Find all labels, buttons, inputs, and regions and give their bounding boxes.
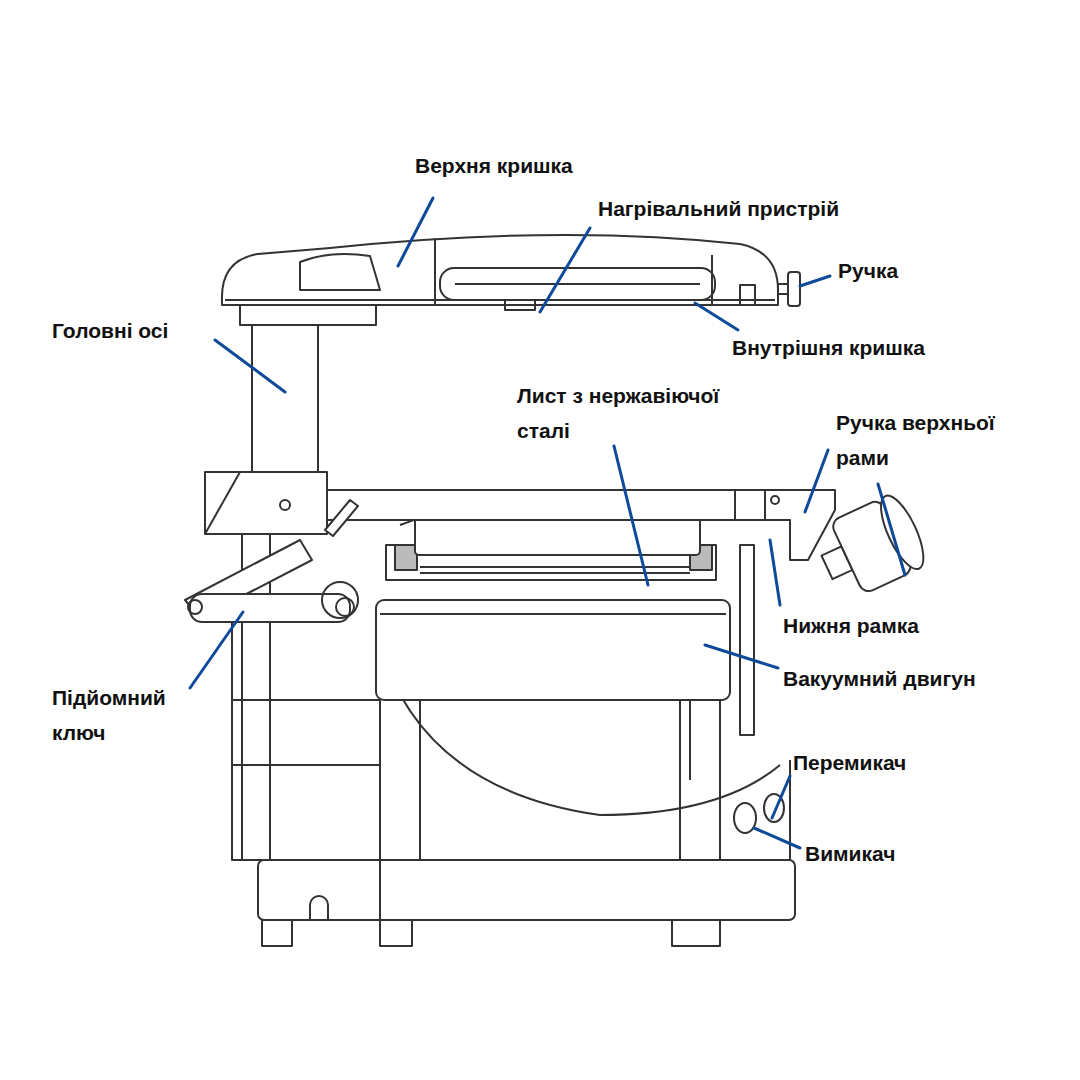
guide-rod xyxy=(740,545,754,735)
vacuum-motor xyxy=(376,600,730,700)
part-label: Вимикач xyxy=(805,836,895,871)
part-label: Підйомний ключ xyxy=(52,680,202,750)
foot xyxy=(380,920,412,946)
leader-line xyxy=(695,303,738,330)
part-label: Нижня рамка xyxy=(783,608,919,643)
leader-line xyxy=(805,450,828,512)
foot xyxy=(262,920,292,946)
leader-line xyxy=(614,446,648,585)
leader-line xyxy=(770,540,780,605)
motor-leg xyxy=(689,700,691,780)
part-label: Лист з нержавіючої сталі xyxy=(517,378,767,448)
lifting-key xyxy=(190,594,350,622)
part-label: Ручка верхньої рами xyxy=(836,405,1046,475)
handle-stem xyxy=(778,284,788,294)
heater-element xyxy=(455,283,700,285)
leader-lines xyxy=(190,198,905,848)
part-label: Внутрішня кришка xyxy=(732,330,925,365)
leader-line xyxy=(754,828,800,848)
frame-latch xyxy=(325,500,358,536)
frame-block xyxy=(205,472,327,534)
body-edge xyxy=(719,700,721,860)
lid-grip xyxy=(300,254,380,290)
lid-handle xyxy=(788,272,800,306)
leader-line xyxy=(398,198,433,266)
body-edge xyxy=(232,764,380,766)
leader-line xyxy=(705,645,778,668)
heater-mount xyxy=(505,300,535,310)
leader-line xyxy=(215,340,285,392)
lid-latch xyxy=(711,255,713,305)
heater xyxy=(440,268,715,300)
motor-band xyxy=(380,613,726,615)
body-edge xyxy=(379,700,381,860)
leader-line xyxy=(190,612,243,688)
lever-pivot xyxy=(188,600,202,614)
base-edge xyxy=(379,860,381,920)
body-edge xyxy=(679,700,681,860)
part-label: Ручка xyxy=(838,253,898,288)
pivot-hole xyxy=(280,500,290,510)
lid-seam xyxy=(434,238,436,305)
steel-sheet xyxy=(420,572,690,574)
part-label: Головні осі xyxy=(52,313,168,348)
upper-frame-bar xyxy=(327,490,835,560)
base-slot xyxy=(310,896,328,920)
frame-handle xyxy=(810,490,932,603)
part-label: Нагрівальний пристрій xyxy=(598,191,839,226)
leader-line xyxy=(878,484,905,575)
body-edge xyxy=(419,700,421,860)
part-label: Вакуумний двигун xyxy=(783,661,976,696)
inner-lid xyxy=(225,299,775,301)
base-plinth xyxy=(258,860,795,920)
steel-sheet xyxy=(420,566,690,568)
frame-block-edge xyxy=(205,472,240,534)
machine-drawing xyxy=(185,235,932,946)
top-lid xyxy=(222,235,778,305)
lid-latch xyxy=(740,285,755,305)
frame-screw xyxy=(771,496,779,504)
leader-line xyxy=(540,228,590,312)
frame-joint xyxy=(764,490,766,520)
motor-leg xyxy=(419,700,421,780)
foot xyxy=(672,920,720,946)
lever-wheel xyxy=(322,582,358,618)
frame-hatch xyxy=(395,545,417,570)
main-axis xyxy=(252,325,318,472)
part-label: Верхня кришка xyxy=(415,148,573,183)
leader-line xyxy=(772,776,790,818)
frame-joint xyxy=(734,490,736,520)
leader-line xyxy=(800,276,830,286)
lid-hinge xyxy=(240,305,376,325)
body-edge xyxy=(232,699,380,701)
part-label: Перемикач xyxy=(793,745,906,780)
